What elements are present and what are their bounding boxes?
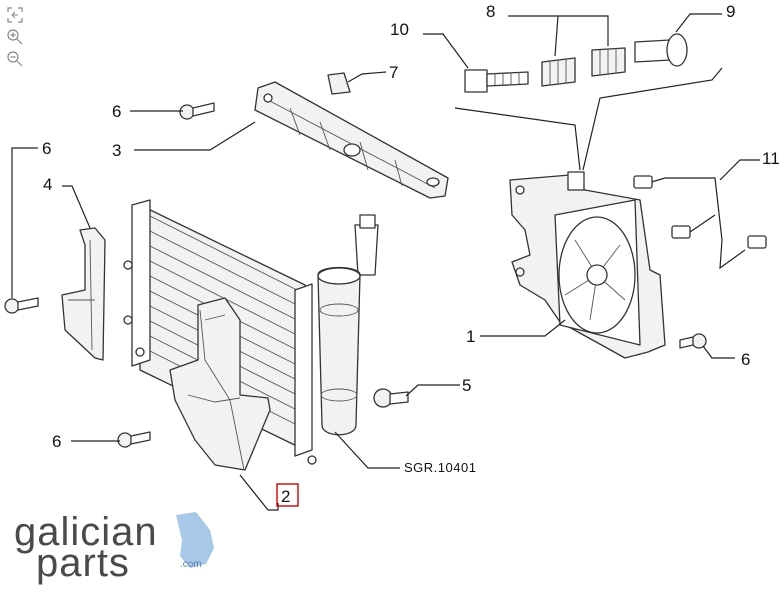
- screw-6c[interactable]: [117, 431, 151, 448]
- side-bracket[interactable]: [61, 227, 106, 361]
- wiring-harness[interactable]: [633, 175, 767, 270]
- rubber-bushing-8a[interactable]: [541, 57, 576, 87]
- callout-5: 5: [462, 376, 471, 395]
- callout-6d: 6: [741, 350, 750, 369]
- spacer-9[interactable]: [634, 33, 688, 67]
- callout-3: 3: [112, 141, 121, 160]
- logo-line-2: parts: [36, 541, 130, 585]
- screw-6a[interactable]: [179, 102, 215, 120]
- callout-9: 9: [726, 2, 735, 21]
- screw-6b[interactable]: [4, 297, 39, 314]
- callout-6a: 6: [112, 102, 121, 121]
- cooling-fan-assembly[interactable]: [509, 171, 666, 359]
- brand-logo: galician parts .com: [14, 510, 214, 585]
- logo-line-1: galician: [14, 510, 158, 554]
- callout-4: 4: [43, 175, 52, 194]
- air-deflector[interactable]: [169, 297, 271, 471]
- top-bracket[interactable]: [254, 81, 449, 199]
- callout-1: 1: [466, 327, 475, 346]
- reference-code: SGR.10401: [404, 460, 476, 475]
- zoom-in-icon[interactable]: [6, 28, 24, 46]
- fullscreen-icon[interactable]: [6, 6, 24, 24]
- callout-2-highlight: [276, 483, 299, 507]
- callout-2: 2: [281, 487, 290, 506]
- screw-6d[interactable]: [679, 333, 707, 349]
- zoom-out-icon[interactable]: [6, 50, 24, 68]
- leader-lines: [11, 13, 760, 511]
- callout-10: 10: [390, 20, 409, 39]
- fastener-5[interactable]: [373, 388, 409, 408]
- viewer-toolbar: [6, 6, 28, 72]
- logo-suffix: .com: [180, 559, 202, 570]
- logo-map-shape: [176, 512, 214, 568]
- expansion-tank[interactable]: [317, 214, 379, 436]
- rubber-bushing-8b[interactable]: [591, 47, 626, 77]
- callout-11: 11: [762, 149, 780, 168]
- callout-6c: 6: [52, 432, 61, 451]
- callout-8: 8: [486, 2, 495, 21]
- callout-7: 7: [389, 63, 398, 82]
- clip-7[interactable]: [327, 72, 351, 95]
- callout-6b: 6: [42, 139, 51, 158]
- bolt-10[interactable]: [464, 69, 529, 93]
